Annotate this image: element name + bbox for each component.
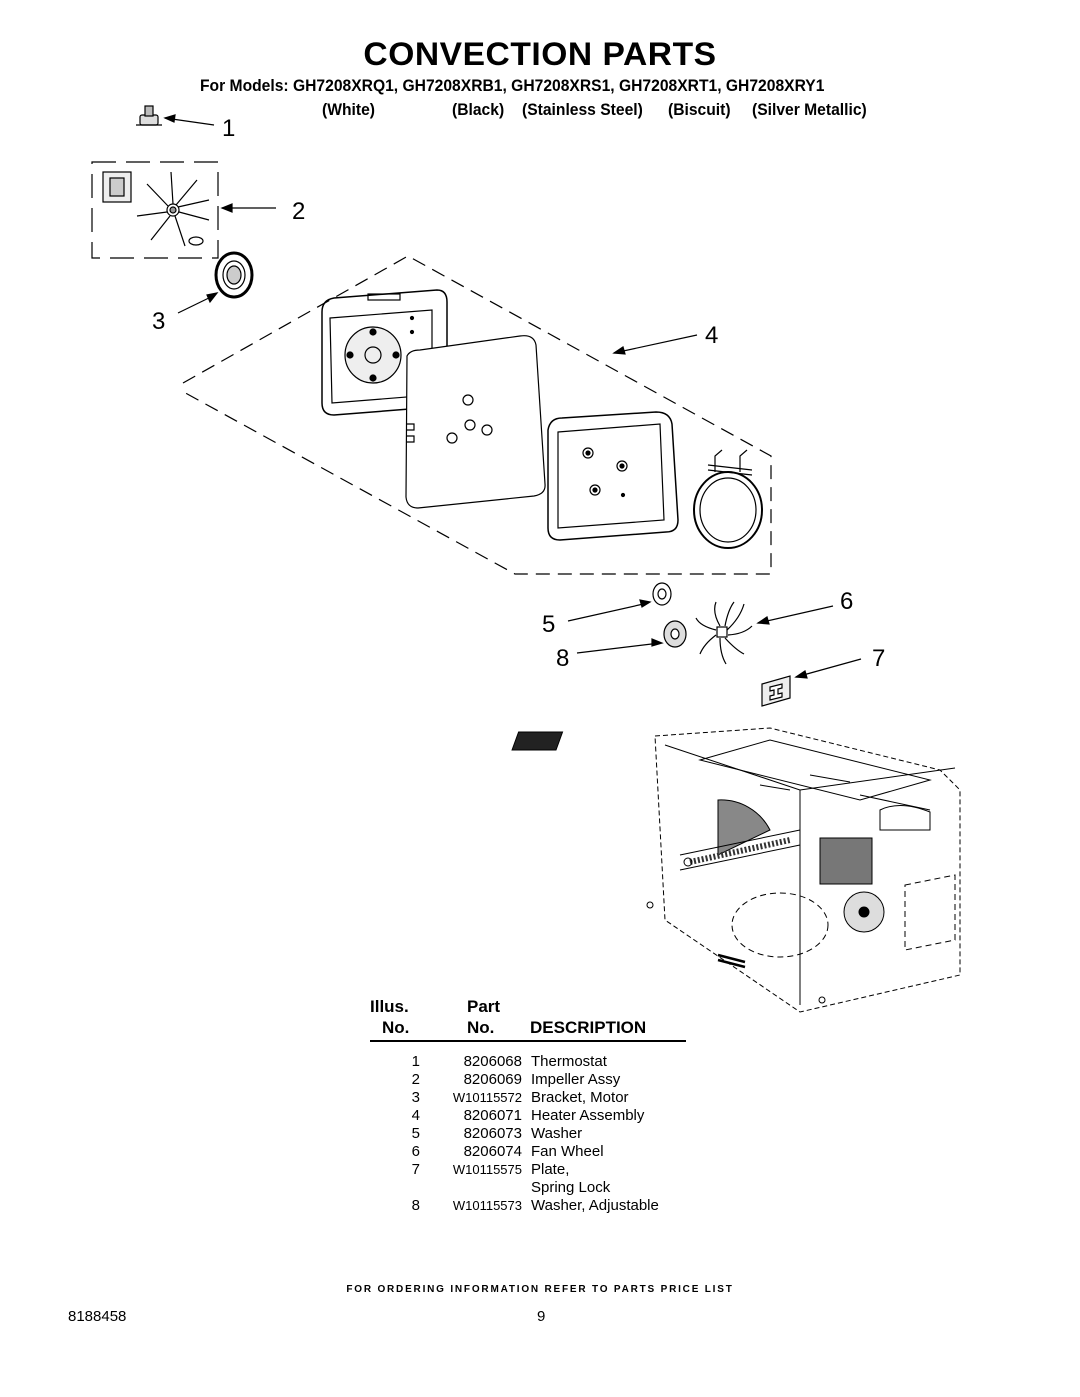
- table-row: Spring Lock: [380, 1179, 780, 1197]
- heater-group-outline: [179, 255, 772, 575]
- table-row: 1 8206068 Thermostat: [380, 1053, 780, 1071]
- illus-number: 6: [411, 1143, 420, 1160]
- color-stainless-steel: (Stainless Steel): [522, 100, 643, 119]
- illus-number: 8: [411, 1197, 420, 1214]
- illus-number: 2: [411, 1071, 420, 1088]
- callout-6: 6: [840, 588, 853, 615]
- leader-line-5: [567, 602, 649, 622]
- header-part-bottom: No.: [467, 1018, 495, 1037]
- illus-number: 1: [411, 1053, 420, 1070]
- table-row: 6 8206074 Fan Wheel: [380, 1143, 780, 1161]
- insulation-panel: [405, 335, 546, 509]
- arrowhead-6: [756, 616, 770, 625]
- part-number: W10115573: [452, 1198, 522, 1213]
- part-number: 8206073: [463, 1125, 522, 1142]
- header-description: DESCRIPTION: [530, 1018, 647, 1037]
- leader-line-4: [613, 334, 698, 354]
- leader-line-6: [757, 605, 834, 624]
- part-number: W10115575: [452, 1162, 522, 1177]
- table-row: 3 W10115572 Bracket, Motor: [380, 1089, 780, 1107]
- impeller-assembly-part: [91, 161, 219, 259]
- thermostat-part: [136, 105, 162, 126]
- table-row: 2 8206069 Impeller Assy: [380, 1071, 780, 1089]
- leader-line-7: [795, 658, 862, 678]
- table-row: 7 W10115575 Plate,: [380, 1161, 780, 1179]
- exploded-parts-diagram: 1 2 3 4 5 6 7 8: [91, 105, 961, 1013]
- page-title: CONVECTION PARTS: [363, 36, 717, 72]
- callout-3: 3: [152, 308, 165, 335]
- motor-bracket-part: [214, 251, 254, 299]
- arrowhead-2: [220, 203, 233, 213]
- microwave-chassis: [511, 727, 961, 1013]
- illus-number: 7: [411, 1161, 420, 1178]
- model-list: For Models: GH7208XRQ1, GH7208XRB1, GH72…: [200, 76, 825, 95]
- part-description: Impeller Assy: [531, 1071, 621, 1088]
- header-illus-bottom: No.: [382, 1018, 410, 1037]
- adjustable-washer-part: [663, 620, 687, 648]
- callout-4: 4: [705, 322, 718, 349]
- color-black: (Black): [452, 100, 505, 119]
- arrowhead-4: [612, 346, 626, 355]
- color-silver-metallic: (Silver Metallic): [752, 100, 867, 119]
- heater-element: [693, 449, 763, 549]
- arrowhead-8: [651, 638, 664, 647]
- header-part-top: Part: [467, 997, 501, 1016]
- callout-2: 2: [292, 198, 305, 225]
- spring-lock-plate-part: [761, 675, 791, 707]
- part-description: Thermostat: [531, 1053, 607, 1070]
- arrowhead-5: [639, 599, 652, 608]
- part-description: Washer: [531, 1125, 583, 1142]
- part-description: Bracket, Motor: [531, 1089, 629, 1106]
- ordering-note: FOR ORDERING INFORMATION REFER TO PARTS …: [346, 1284, 734, 1295]
- header-rule: [370, 1040, 686, 1042]
- table-row: 5 8206073 Washer: [380, 1125, 780, 1143]
- part-number: 8206074: [463, 1143, 522, 1160]
- part-description: Spring Lock: [531, 1179, 611, 1196]
- part-description: Plate,: [531, 1161, 570, 1178]
- part-number: 8206071: [463, 1107, 522, 1124]
- table-row: 8 W10115573 Washer, Adjustable: [380, 1197, 780, 1215]
- washer-part: [652, 582, 672, 606]
- header-illus-top: Illus.: [370, 997, 409, 1016]
- heater-cover: [547, 411, 679, 541]
- arrowhead-1: [163, 114, 176, 123]
- callout-8: 8: [556, 645, 569, 672]
- callout-7: 7: [872, 645, 885, 672]
- page-number: 9: [537, 1308, 546, 1325]
- illus-number: 4: [411, 1107, 420, 1124]
- table-row: 4 8206071 Heater Assembly: [380, 1107, 780, 1125]
- part-number: 8206068: [463, 1053, 522, 1070]
- illus-number: 5: [411, 1125, 420, 1142]
- callout-1: 1: [222, 115, 235, 142]
- color-white: (White): [322, 100, 375, 119]
- part-number: W10115572: [452, 1090, 522, 1105]
- arrowhead-7: [794, 670, 808, 679]
- arrowhead-3: [206, 292, 219, 304]
- part-description: Fan Wheel: [531, 1143, 604, 1160]
- part-description: Heater Assembly: [531, 1107, 645, 1124]
- fan-wheel-part: [695, 601, 753, 665]
- leader-line-8: [576, 642, 661, 654]
- part-description: Washer, Adjustable: [531, 1197, 659, 1214]
- part-number: 8206069: [463, 1071, 522, 1088]
- illus-number: 3: [411, 1089, 420, 1106]
- document-number: 8188458: [68, 1308, 127, 1325]
- callout-5: 5: [542, 611, 555, 638]
- color-biscuit: (Biscuit): [668, 100, 731, 119]
